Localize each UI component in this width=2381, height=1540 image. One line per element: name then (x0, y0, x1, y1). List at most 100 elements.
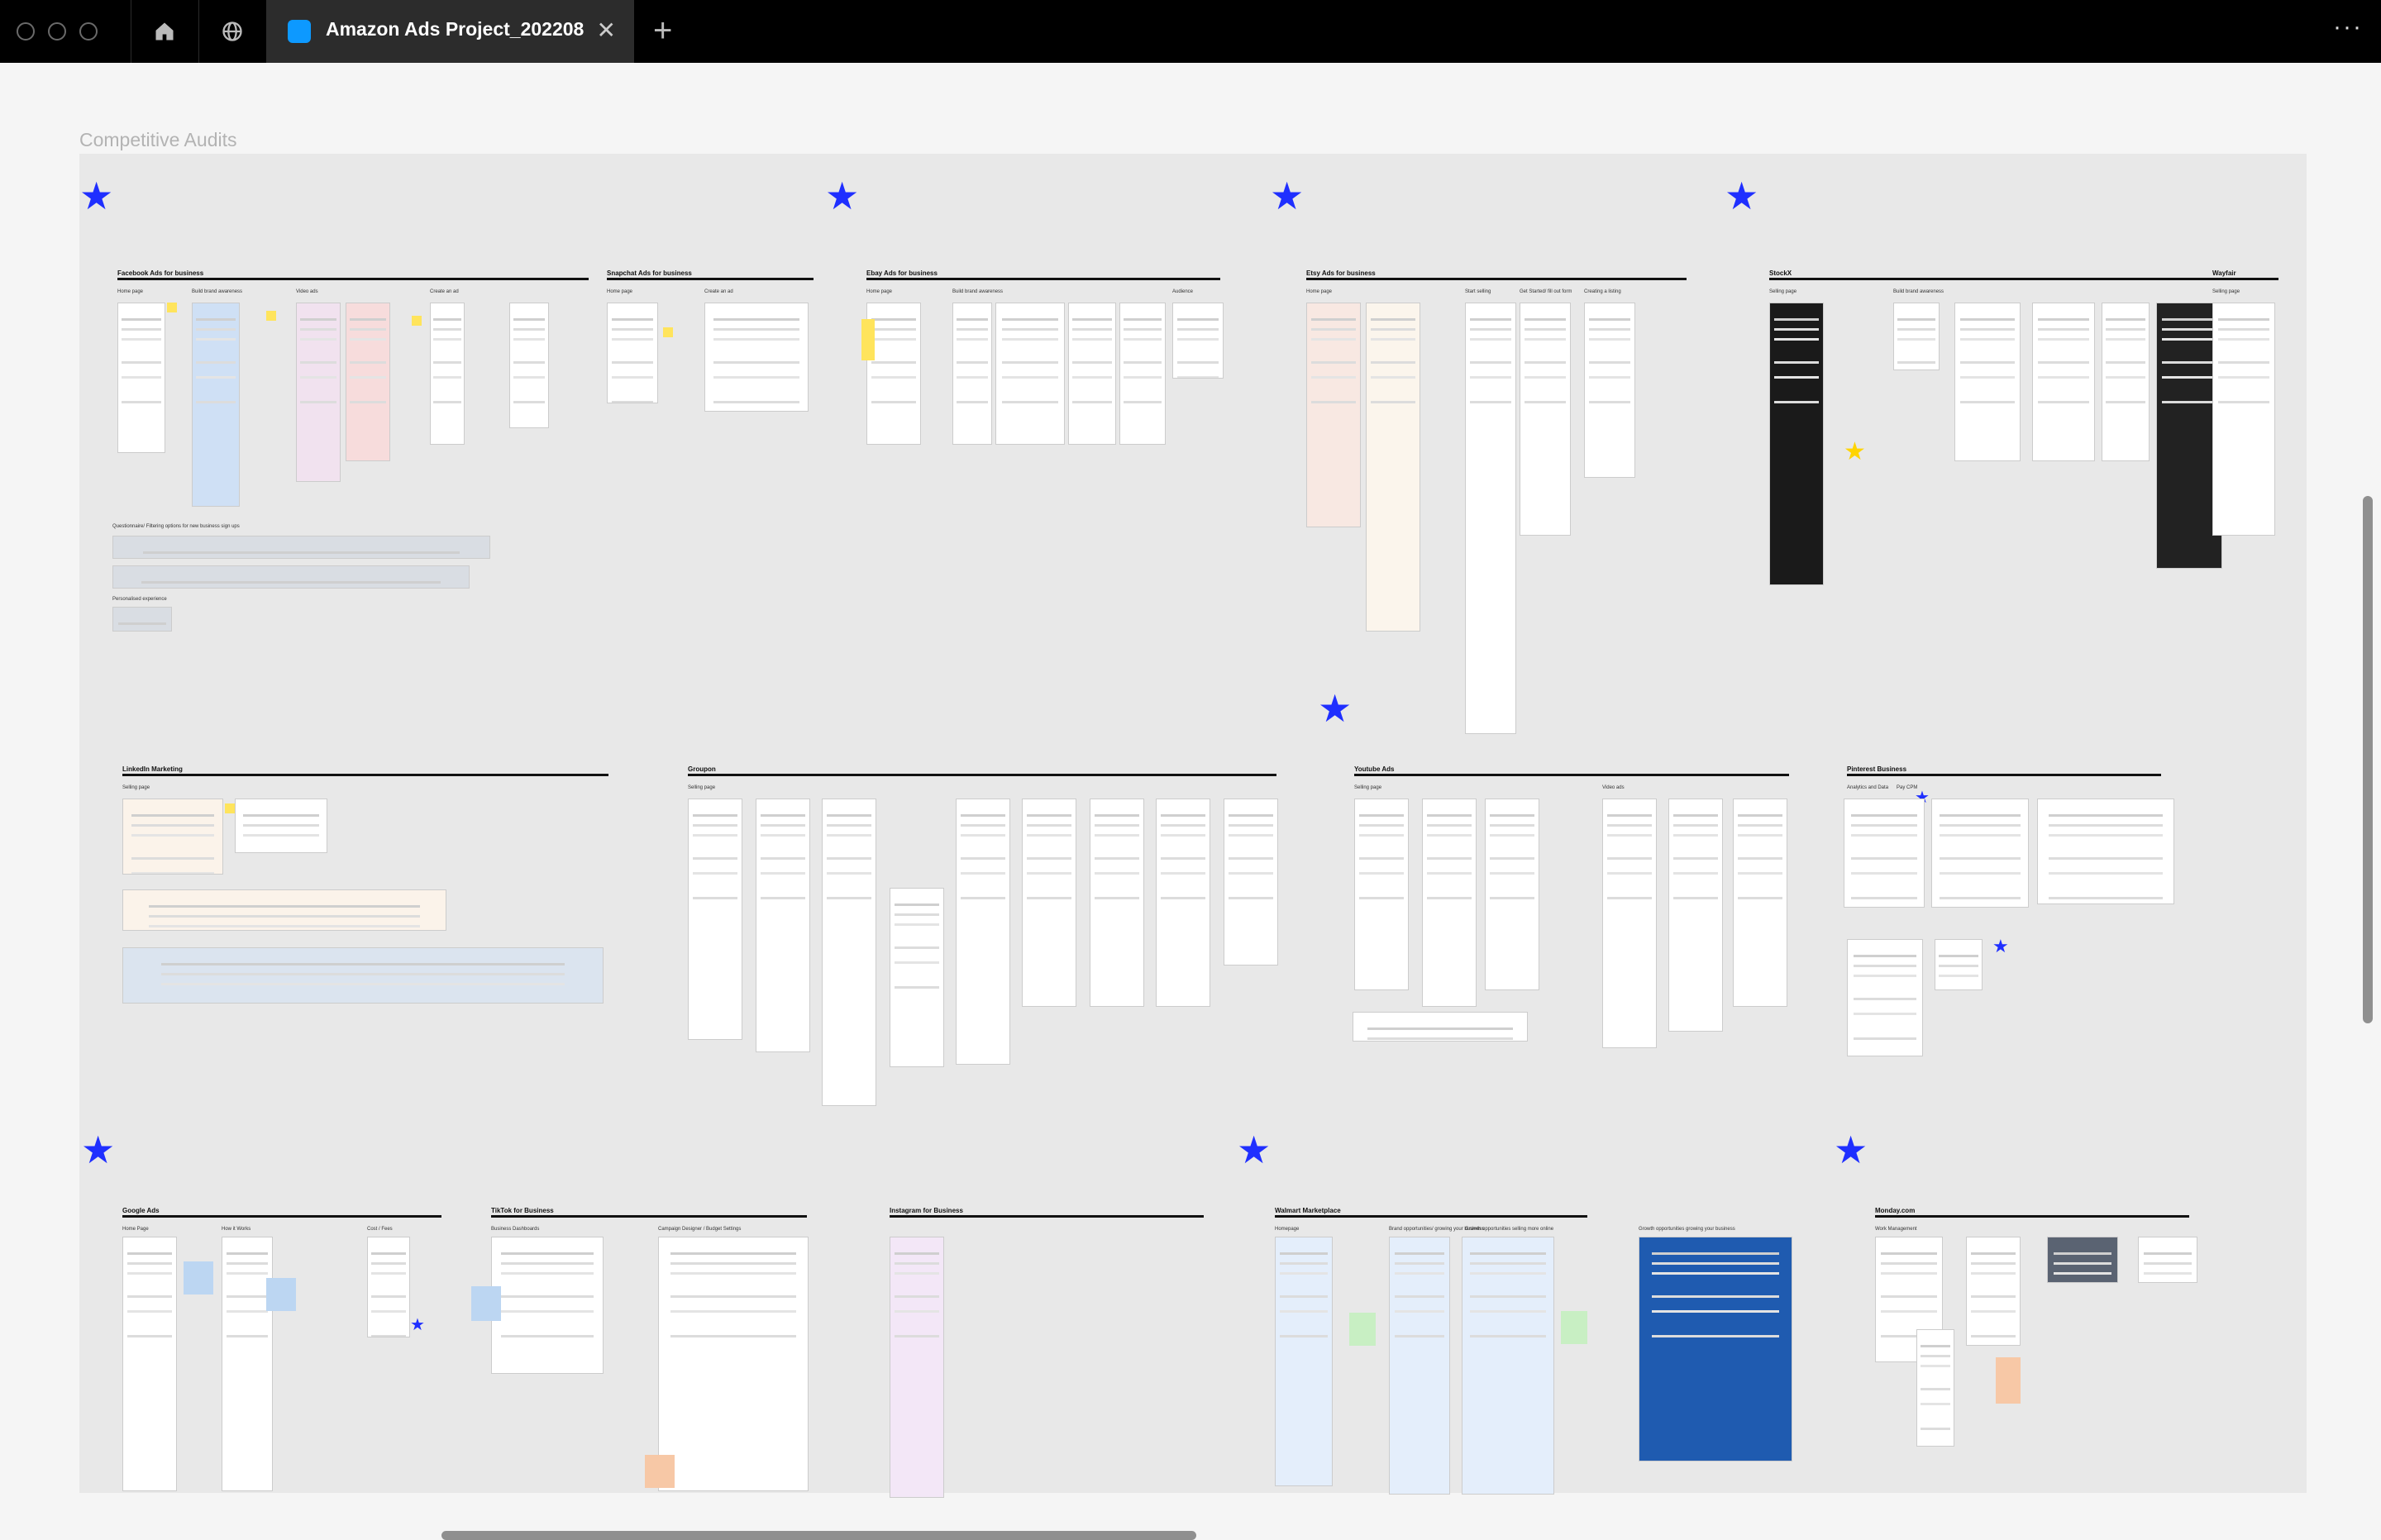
more-options-icon[interactable]: ··· (2333, 13, 2363, 41)
sticky-note[interactable] (266, 1278, 296, 1311)
screenshot[interactable] (890, 888, 944, 1067)
screenshot[interactable] (952, 303, 992, 445)
sticky-note[interactable] (663, 327, 673, 337)
screenshot[interactable] (688, 799, 742, 1040)
community-button[interactable] (198, 0, 265, 63)
screenshot[interactable] (1068, 303, 1116, 445)
new-tab-button[interactable]: + (653, 12, 673, 49)
screenshot[interactable] (658, 1237, 809, 1491)
sticky-note[interactable] (225, 803, 235, 813)
screenshot[interactable] (704, 303, 809, 412)
screenshot[interactable] (122, 947, 604, 1004)
screenshot[interactable] (1584, 303, 1635, 478)
screenshot[interactable] (122, 889, 446, 931)
frame-label[interactable]: Competitive Audits (79, 129, 237, 150)
screenshot[interactable] (491, 1237, 604, 1374)
sticky-note[interactable] (184, 1261, 213, 1294)
sticky-note[interactable] (1996, 1357, 2021, 1404)
screenshot[interactable] (1520, 303, 1571, 536)
screenshot[interactable] (866, 303, 921, 445)
screenshot[interactable] (1844, 799, 1925, 908)
screenshot[interactable] (222, 1237, 273, 1491)
screenshot[interactable] (1353, 1012, 1528, 1042)
design-canvas[interactable]: Competitive Audits ★ Facebook Ads for bu… (0, 63, 2381, 1540)
screenshot[interactable] (2156, 303, 2222, 569)
screenshot[interactable] (1366, 303, 1420, 632)
screenshot[interactable] (192, 303, 240, 507)
window-minimize-control[interactable] (48, 22, 66, 41)
sticky-note[interactable] (861, 319, 875, 360)
screenshot[interactable] (2037, 799, 2174, 904)
vertical-scrollbar[interactable] (2363, 496, 2373, 1023)
sticky-note[interactable] (645, 1455, 675, 1488)
subsection-label: Home page (607, 289, 633, 294)
window-close-control[interactable] (17, 22, 35, 41)
screenshot[interactable] (1847, 939, 1923, 1056)
sticky-note[interactable] (1349, 1313, 1376, 1346)
screenshot[interactable] (1224, 799, 1278, 965)
screenshot[interactable] (1931, 799, 2029, 908)
screenshot[interactable] (1090, 799, 1144, 1007)
star-icon: ★ (410, 1316, 425, 1334)
screenshot[interactable] (890, 1237, 944, 1498)
sticky-note[interactable] (1561, 1311, 1587, 1344)
screenshot[interactable] (296, 303, 341, 482)
close-icon[interactable]: ✕ (596, 17, 616, 43)
competitive-audits-frame[interactable]: ★ Facebook Ads for business Home page Bu… (79, 154, 2307, 1498)
screenshot[interactable] (956, 799, 1010, 1065)
screenshot[interactable] (1769, 303, 1824, 585)
screenshot[interactable] (1966, 1237, 2021, 1346)
screenshot[interactable] (1275, 1237, 1333, 1486)
screenshot[interactable] (112, 565, 470, 589)
screenshot[interactable] (1172, 303, 1224, 379)
screenshot[interactable] (122, 799, 223, 875)
screenshot[interactable] (1022, 799, 1076, 1007)
screenshot[interactable] (2102, 303, 2150, 461)
screenshot[interactable] (1668, 799, 1723, 1032)
screenshot[interactable] (1954, 303, 2021, 461)
screenshot[interactable] (235, 799, 327, 853)
screenshot[interactable] (995, 303, 1065, 445)
sticky-note[interactable] (412, 316, 422, 326)
screenshot[interactable] (756, 799, 810, 1052)
screenshot[interactable] (822, 799, 876, 1106)
window-zoom-control[interactable] (79, 22, 98, 41)
screenshot[interactable] (1893, 303, 1940, 370)
screenshot[interactable] (509, 303, 549, 428)
screenshot[interactable] (1639, 1237, 1792, 1461)
screenshot[interactable] (430, 303, 465, 445)
screenshot[interactable] (1935, 939, 1983, 990)
screenshot[interactable] (1916, 1329, 1954, 1447)
screenshot[interactable] (1354, 799, 1409, 990)
subsection-label: Start selling (1465, 289, 1491, 294)
screenshot[interactable] (607, 303, 658, 403)
home-button[interactable] (131, 0, 198, 63)
screenshot[interactable] (112, 536, 490, 559)
screenshot[interactable] (1422, 799, 1477, 1007)
tab-amazon-ads-project[interactable]: Amazon Ads Project_202208 ✕ (266, 0, 634, 63)
horizontal-scrollbar[interactable] (441, 1531, 1196, 1540)
screenshot[interactable] (1462, 1237, 1554, 1495)
screenshot[interactable] (367, 1237, 410, 1337)
screenshot[interactable] (1306, 303, 1361, 527)
section-title-monday: Monday.com (1875, 1207, 1916, 1214)
sticky-note[interactable] (471, 1286, 501, 1321)
screenshot[interactable] (2047, 1237, 2118, 1283)
screenshot[interactable] (117, 303, 165, 453)
sticky-note[interactable] (167, 303, 177, 312)
screenshot[interactable] (122, 1237, 177, 1491)
screenshot[interactable] (1156, 799, 1210, 1007)
screenshot[interactable] (1485, 799, 1539, 990)
screenshot[interactable] (2212, 303, 2275, 536)
screenshot[interactable] (1602, 799, 1657, 1048)
screenshot[interactable] (346, 303, 390, 461)
screenshot[interactable] (2138, 1237, 2197, 1283)
screenshot[interactable] (1733, 799, 1787, 1007)
sticky-note[interactable] (266, 311, 276, 321)
screenshot[interactable] (1389, 1237, 1450, 1495)
screenshot[interactable] (1465, 303, 1516, 734)
screenshot[interactable] (1119, 303, 1166, 445)
screenshot[interactable] (2032, 303, 2095, 461)
star-icon: ★ (1725, 174, 1759, 217)
screenshot[interactable] (112, 607, 172, 632)
